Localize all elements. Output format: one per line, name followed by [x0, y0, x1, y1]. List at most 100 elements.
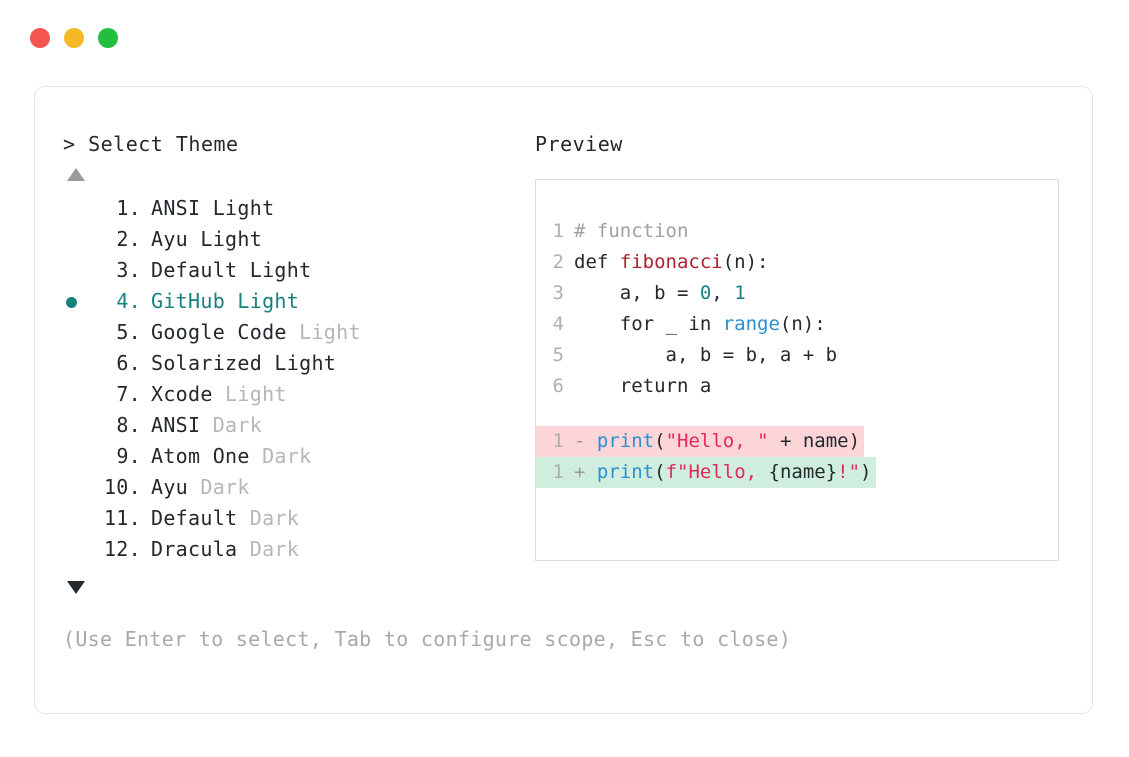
theme-item-variant: Light	[286, 320, 361, 344]
code-token: return a	[574, 375, 712, 397]
theme-item-name: Default	[151, 506, 238, 530]
code-token: a, b =	[574, 282, 700, 304]
theme-item-variant: Dark	[188, 475, 250, 499]
prompt-label: > Select Theme	[63, 132, 239, 156]
theme-item-name: ANSI	[151, 413, 201, 437]
theme-item-index: 6.	[116, 351, 141, 375]
theme-item-index: 10.	[103, 475, 141, 499]
theme-item-variant: Dark	[200, 413, 263, 437]
window-controls	[30, 28, 118, 48]
theme-item-variant: Light	[262, 351, 337, 375]
theme-item-index: 1.	[116, 196, 141, 220]
line-number: 3	[552, 282, 564, 304]
theme-item-variant: Light	[200, 196, 275, 220]
code-token: for _ in	[574, 313, 723, 335]
code-line: 5 a, b = b, a + b	[536, 340, 1058, 371]
diff-marker: +	[574, 461, 586, 483]
code-token: + name)	[768, 430, 861, 452]
diff-spacer	[585, 430, 596, 452]
code-token: (n):	[722, 251, 769, 273]
code-token: print	[596, 461, 655, 483]
theme-item-variant: Light	[237, 258, 312, 282]
theme-item-index: 5.	[116, 320, 141, 344]
preview-label: Preview	[535, 132, 623, 156]
code-line: 3 a, b = 0, 1	[536, 278, 1058, 309]
theme-item-index: 11.	[103, 506, 141, 530]
line-number: 1	[552, 430, 564, 452]
code-token: "Hello, "	[665, 430, 769, 452]
theme-item-variant: Light	[212, 382, 287, 406]
theme-item-name: Atom One	[151, 444, 250, 468]
theme-list-item[interactable]: 7. Xcode Light	[63, 379, 513, 410]
code-token: range	[722, 313, 780, 335]
diff-spacer	[585, 461, 596, 483]
theme-item-name: Default	[151, 258, 238, 282]
theme-item-variant: Dark	[237, 506, 300, 530]
code-token: {name}	[768, 461, 838, 483]
theme-item-name: Ayu	[151, 475, 189, 499]
code-token: 1	[734, 282, 746, 304]
code-token: (n):	[779, 313, 826, 335]
line-number: 1	[552, 220, 564, 242]
code-token: !"	[837, 461, 861, 483]
code-token: ,	[711, 282, 735, 304]
theme-list-item[interactable]: 3. Default Light	[63, 255, 513, 286]
line-number: 2	[552, 251, 564, 273]
theme-list-item[interactable]: 6.Solarized Light	[63, 348, 513, 379]
code-token: # function	[574, 220, 689, 242]
theme-list-item[interactable]: 5. Google Code Light	[63, 317, 513, 348]
theme-item-variant: Dark	[249, 444, 312, 468]
maximize-button[interactable]	[98, 28, 118, 48]
theme-item-variant: Light	[225, 289, 300, 313]
code-line: 6 return a	[536, 371, 1058, 402]
theme-item-index: 12.	[103, 537, 141, 561]
theme-item-index: 2.	[116, 227, 141, 251]
theme-item-index: 3.	[116, 258, 141, 282]
theme-item-name: Xcode	[151, 382, 213, 406]
theme-list-item[interactable]: 4.GitHub Light	[63, 286, 513, 317]
keyboard-hint: (Use Enter to select, Tab to configure s…	[63, 627, 792, 651]
theme-list-item[interactable]: 8. ANSI Dark	[63, 410, 513, 441]
code-line: 1 # function	[536, 216, 1058, 247]
code-token: 0	[699, 282, 712, 304]
code-token: print	[596, 430, 655, 452]
theme-list-item[interactable]: 12. Dracula Dark	[63, 534, 513, 565]
theme-item-variant: Dark	[237, 537, 300, 561]
theme-item-name: Ayu	[151, 227, 189, 251]
diff-marker: -	[574, 430, 586, 452]
theme-item-name: ANSI	[151, 196, 201, 220]
scroll-up-icon[interactable]	[67, 168, 85, 181]
theme-item-index: 7.	[116, 382, 141, 406]
theme-list-item[interactable]: 2. Ayu Light	[63, 224, 513, 255]
code-line: 4 for _ in range(n):	[536, 309, 1058, 340]
theme-list-item[interactable]: 9. Atom One Dark	[63, 441, 513, 472]
theme-item-name: Google Code	[151, 320, 287, 344]
line-number: 4	[552, 313, 564, 335]
theme-list-item[interactable]: 10. Ayu Dark	[63, 472, 513, 503]
theme-item-index: 4.	[116, 289, 141, 313]
theme-item-name: Dracula	[151, 537, 238, 561]
theme-item-index: 9.	[116, 444, 141, 468]
diff-line-add: 1 + print(f"Hello, {name}!")	[536, 457, 876, 488]
theme-list-item[interactable]: 11. Default Dark	[63, 503, 513, 534]
line-number: 1	[552, 461, 564, 483]
theme-item-index: 8.	[116, 413, 141, 437]
code-token: )	[860, 461, 872, 483]
scroll-down-icon[interactable]	[67, 581, 85, 594]
theme-item-variant: Light	[188, 227, 263, 251]
line-number: 5	[552, 344, 564, 366]
diff-block: 1- print("Hello, " + name)1+ print(f"Hel…	[536, 426, 1058, 488]
code-token: (	[654, 430, 666, 452]
diff-line-del: 1- print("Hello, " + name)	[536, 426, 865, 457]
code-token: (	[654, 461, 666, 483]
theme-list-item[interactable]: 1. ANSI Light	[63, 193, 513, 224]
code-token: f"Hello,	[665, 461, 769, 483]
minimize-button[interactable]	[64, 28, 84, 48]
close-button[interactable]	[30, 28, 50, 48]
